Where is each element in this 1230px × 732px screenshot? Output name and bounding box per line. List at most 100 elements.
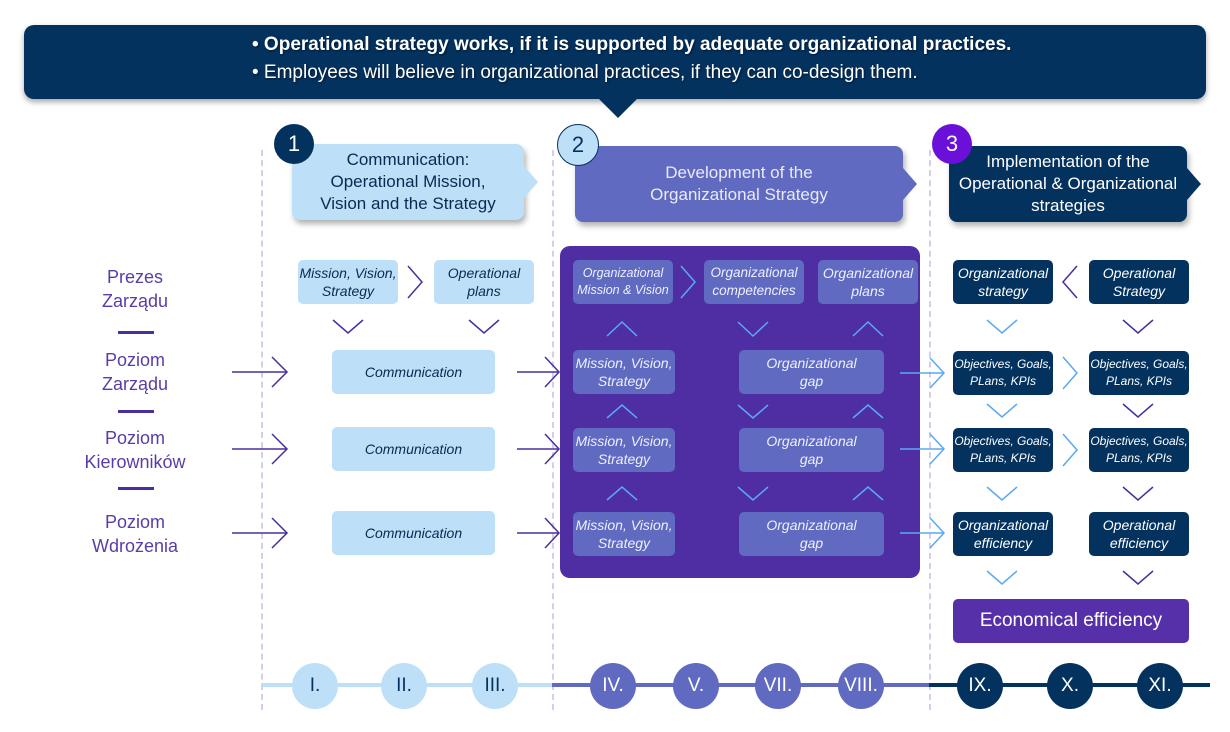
phase-1-title-line: Operational Mission, xyxy=(330,172,486,191)
box-text: Organizational xyxy=(582,266,664,280)
chevron-down-icon xyxy=(737,321,769,338)
timeline-step: III. xyxy=(472,663,518,709)
level-divider xyxy=(118,410,154,413)
box-text: Objectives, Goals, xyxy=(954,434,1052,448)
phase-arrow-tip xyxy=(1187,168,1201,200)
level-divider xyxy=(118,331,154,334)
phase-arrow-tip xyxy=(903,168,917,200)
box-text: gap xyxy=(799,373,824,389)
chevron-down-icon xyxy=(1122,486,1154,501)
box-mission-vision-strategy: Mission, Vision, Strategy xyxy=(298,260,398,304)
level-label-line: Zarządu xyxy=(101,291,169,311)
phase-3-title-line: Implementation of the xyxy=(986,152,1150,171)
box-mission-vision-strategy: Mission, Vision,Strategy xyxy=(573,512,675,556)
banner-pointer xyxy=(598,98,638,118)
timeline-step: XI. xyxy=(1137,663,1183,709)
banner-line-1: • Operational strategy works, if it is s… xyxy=(252,34,1012,55)
chevron-down-icon xyxy=(1122,570,1154,585)
arrow-right-icon xyxy=(900,517,946,549)
box-text: strategy xyxy=(978,283,1028,299)
level-label-line: Prezes xyxy=(106,267,164,287)
box-text: Mission, Vision, xyxy=(575,433,673,449)
box-text: Mission, Vision, xyxy=(575,517,673,533)
box-mission-vision-strategy: Mission, Vision, Strategy xyxy=(573,428,675,472)
chevron-down-icon xyxy=(986,319,1018,334)
box-text: Mission & Vision xyxy=(577,283,669,297)
box-text: Strategy xyxy=(321,283,375,299)
box-communication: Communication xyxy=(332,427,495,471)
chevron-up-icon xyxy=(606,404,638,419)
box-text: Organizational xyxy=(766,433,857,449)
phase-3-badge: 3 xyxy=(932,124,972,164)
box-text: gap xyxy=(799,451,824,467)
box-text: PLans, KPIs xyxy=(969,451,1037,465)
arrow-right-icon xyxy=(517,517,561,549)
box-text: Objectives, Goals, xyxy=(1090,434,1188,448)
box-text: efficiency xyxy=(1109,535,1169,551)
chevron-right-icon xyxy=(1062,356,1078,390)
timeline-segment-phase-2 xyxy=(552,683,929,687)
chevron-down-icon xyxy=(737,486,769,501)
box-text: competencies xyxy=(712,283,796,298)
chevron-left-icon xyxy=(1062,265,1078,299)
chevron-right-icon xyxy=(407,265,423,299)
level-divider xyxy=(118,487,154,490)
box-text: Strategy xyxy=(597,451,651,467)
level-label-line: Poziom xyxy=(104,512,166,532)
phase-2-title-line: Development of the xyxy=(665,163,813,182)
box-economical-efficiency: Economical efficiency xyxy=(953,599,1189,643)
box-text: Operational xyxy=(1102,265,1176,281)
arrow-right-icon xyxy=(232,433,289,465)
box-text: Strategy xyxy=(1112,283,1166,299)
phase-2-badge: 2 xyxy=(557,124,599,166)
box-text: PLans, KPIs xyxy=(1105,374,1173,388)
phase-1-title-line: Communication: xyxy=(346,150,470,169)
box-text: plans xyxy=(467,283,501,299)
chevron-down-icon xyxy=(737,404,769,419)
box-text: efficiency xyxy=(973,535,1033,551)
chevron-up-icon xyxy=(852,404,884,419)
timeline-step: VIII. xyxy=(838,663,884,709)
arrow-right-icon xyxy=(900,433,946,465)
level-label-line: Poziom xyxy=(104,428,166,448)
chevron-right-icon xyxy=(680,265,696,299)
box-text: Organizational xyxy=(710,265,798,280)
box-organizational-competencies: Organizational competencies xyxy=(704,260,804,304)
phase-1-header: Communication: Operational Mission, Vision… xyxy=(292,144,538,220)
chevron-right-icon xyxy=(1062,433,1078,467)
box-text: Organizational xyxy=(766,355,857,371)
phase-1-badge: 1 xyxy=(274,124,314,164)
phase-arrow-tip xyxy=(524,166,538,198)
chevron-down-icon xyxy=(986,570,1018,585)
arrow-right-icon xyxy=(900,357,946,389)
chevron-down-icon xyxy=(986,486,1018,501)
box-objectives-goals: Objectives, Goals, PLans, KPIs xyxy=(1089,351,1189,395)
timeline-step: II. xyxy=(381,663,427,709)
box-organizational-gap: Organizational gap xyxy=(739,350,884,394)
box-organizational-efficiency: Organizational efficiency xyxy=(953,512,1053,556)
timeline-step: IV. xyxy=(590,663,636,709)
box-text: Organizational xyxy=(957,517,1049,533)
box-text: Mission, Vision, xyxy=(299,265,397,281)
box-objectives-goals: Objectives, Goals,PLans, KPIs xyxy=(1089,428,1189,472)
box-text: Strategy xyxy=(597,373,651,389)
chevron-down-icon xyxy=(986,403,1018,418)
timeline-step: IX. xyxy=(957,663,1003,709)
banner-line-2: • Employees will believe in organization… xyxy=(252,62,918,83)
chevron-up-icon xyxy=(852,320,884,337)
chevron-down-icon xyxy=(1122,403,1154,418)
box-text: Operational xyxy=(1102,517,1176,533)
phase-1-title-line: Vision and the Strategy xyxy=(320,194,496,213)
timeline-step: I. xyxy=(292,663,338,709)
box-text: plans xyxy=(851,283,885,299)
box-text: Objectives, Goals, xyxy=(1090,357,1188,371)
column-separator xyxy=(552,150,554,710)
